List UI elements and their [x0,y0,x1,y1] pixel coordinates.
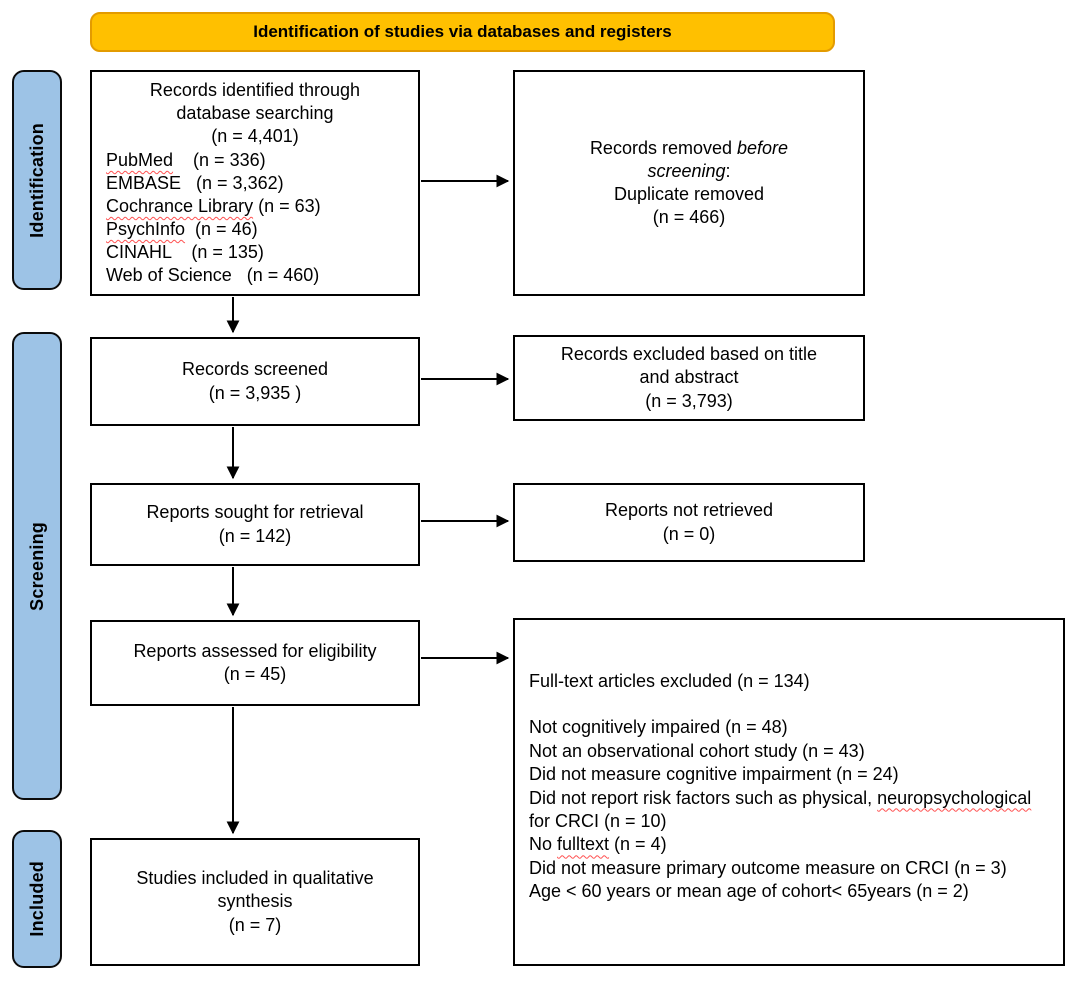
stage-identification: Identification [12,70,62,290]
exclusion-reason: Not an observational cohort study (n = 4… [529,740,865,761]
stage-screening-label: Screening [26,521,47,611]
fulltext-excluded-heading: Full-text articles excluded (n = 134) [529,671,810,691]
banner-title: Identification of studies via databases … [253,22,672,41]
source-pubmed: PubMed (n = 336) [106,149,266,170]
exclusion-reason: Did not measure primary outcome measure … [529,857,1007,878]
stage-screening: Screening [12,332,62,800]
stage-included: Included [12,830,62,968]
banner: Identification of studies via databases … [90,12,835,52]
exclusion-reason: No fulltext (n = 4) [529,834,667,855]
source-cinahl: CINAHL (n = 135) [106,242,264,263]
box-reports-assessed: Reports assessed for eligibility (n = 45… [90,620,420,706]
exclusion-reason: Age < 60 years or mean age of cohort< 65… [529,881,969,902]
box-reports-not-retrieved: Reports not retrieved (n = 0) [513,483,865,562]
records-removed-text: Records removed before screening: Duplic… [589,137,789,228]
exclusion-reason: Did not measure cognitive impairment (n … [529,764,899,785]
source-web-of-science: Web of Science (n = 460) [106,265,320,286]
box-fulltext-excluded: Full-text articles excluded (n = 134) No… [513,618,1065,966]
box-records-excluded: Records excluded based on title and abst… [513,335,865,421]
box-records-removed: Records removed before screening: Duplic… [513,70,865,296]
box-reports-sought: Reports sought for retrieval (n = 142) [90,483,420,566]
source-embase: EMBASE (n = 3,362) [106,172,284,193]
box-records-screened: Records screened (n = 3,935 ) [90,337,420,426]
stage-identification-label: Identification [26,122,47,238]
source-psychinfo: PsychInfo (n = 46) [106,219,258,240]
box-records-identified: Records identified through database sear… [90,70,420,296]
exclusion-reason: Not cognitively impaired (n = 48) [529,717,788,738]
exclusion-reason: Did not report risk factors such as phys… [529,787,1032,831]
stage-included-label: Included [26,861,47,937]
records-identified-title: Records identified through database sear… [149,79,361,146]
database-source-list: PubMed (n = 336) EMBASE (n = 3,362) Coch… [96,149,414,287]
box-studies-included: Studies included in qualitative synthesi… [90,838,420,966]
source-cochrane: Cochrance Library (n = 63) [106,196,321,217]
